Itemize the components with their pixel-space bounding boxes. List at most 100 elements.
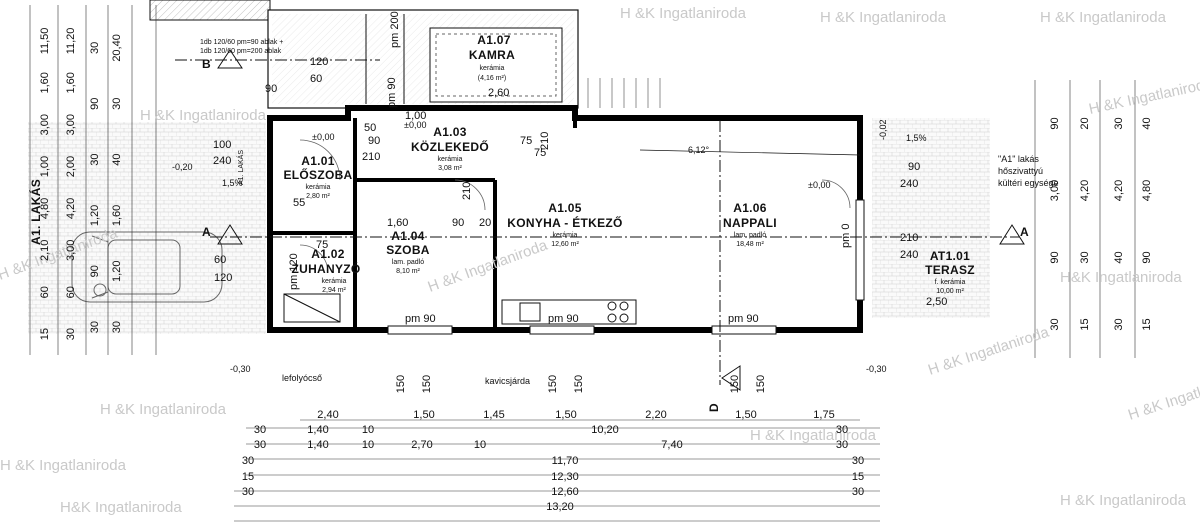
terrace-door bbox=[855, 199, 865, 301]
room-label-a102: A1.02 ZUHANYZÓ kerámia 2,94 m² bbox=[291, 247, 360, 294]
room-floor: kerámia bbox=[438, 156, 463, 163]
room-area: 12,60 m² bbox=[551, 241, 579, 248]
room-code: AT1.01 bbox=[930, 249, 970, 263]
heat-pump-line: hőszivattyú bbox=[998, 166, 1043, 176]
room-floor: lam. padló bbox=[734, 232, 766, 239]
opening-mark: 210 bbox=[362, 151, 380, 163]
left-dim-value: 60 bbox=[65, 286, 77, 298]
bottom-windows bbox=[387, 325, 777, 335]
room-name: NAPPALI bbox=[723, 216, 777, 230]
opening-mark: 60 bbox=[214, 254, 226, 266]
watermark: H&K Ingatlaniroda bbox=[60, 499, 182, 516]
dimension-lines bbox=[29, 5, 1136, 522]
watermark: H &K Ingatlaniroda bbox=[1040, 9, 1167, 26]
level-label: -0,20 bbox=[172, 162, 193, 172]
left-dim-value: 90 bbox=[89, 98, 101, 110]
bottom-dim-value: 1,50 bbox=[555, 409, 576, 421]
room-area: 18,48 m² bbox=[736, 241, 764, 248]
room-area: 3,08 m² bbox=[438, 165, 462, 172]
window-pm: pm 120 bbox=[288, 253, 300, 290]
section-markers bbox=[217, 49, 1025, 391]
window-pm: pm 90 bbox=[548, 313, 579, 325]
left-dim-value: 1,00 bbox=[39, 156, 51, 177]
right-dim-value: 90 bbox=[1141, 251, 1153, 263]
opening-mark: 240 bbox=[213, 155, 231, 167]
window-pm: pm 200 bbox=[389, 11, 401, 48]
room-label-a104: A1.04 SZOBA lam. padló 8,10 m² bbox=[386, 229, 430, 275]
bottom-dim-value: 30 bbox=[254, 439, 266, 451]
bottom-dim-value: 30 bbox=[836, 424, 848, 436]
interior-dim: 1,00 bbox=[405, 110, 426, 122]
sill-dim-value: 150 bbox=[573, 375, 585, 393]
slope-label: 6,12° bbox=[688, 145, 710, 155]
room-label-a103: A1.03 KÖZLEKEDŐ kerámia 3,08 m² bbox=[411, 125, 489, 172]
watermark: H &K Ingatlaniroda bbox=[140, 107, 267, 124]
right-dim-value: 30 bbox=[1113, 117, 1125, 129]
level-label: -0,30 bbox=[230, 364, 251, 374]
bottom-dim-value: 1,40 bbox=[307, 424, 328, 436]
opening-mark: 210 bbox=[461, 182, 473, 200]
bottom-dim-value: 30 bbox=[242, 486, 254, 498]
left-dim-value: 11,50 bbox=[39, 28, 51, 55]
bottom-dim-value: 12,30 bbox=[551, 471, 579, 483]
room-name: TERASZ bbox=[925, 263, 975, 277]
left-dim-value: 40 bbox=[111, 153, 123, 165]
opening-mark: 240 bbox=[900, 178, 918, 190]
bottom-dim-value: 11,70 bbox=[552, 455, 579, 467]
left-dim-value: 30 bbox=[89, 321, 101, 333]
room-name: KAMRA bbox=[469, 48, 515, 62]
room-label-a105: A1.05 KONYHA - ÉTKEZŐ kerámia 12,60 m² bbox=[507, 201, 622, 248]
bottom-dim-value: 10,20 bbox=[591, 424, 619, 436]
room-floor: lam. padló bbox=[392, 259, 424, 266]
bottom-dim-value: 2,20 bbox=[645, 409, 666, 421]
section-label: A bbox=[202, 225, 211, 239]
room-floor: kerámia bbox=[480, 65, 505, 72]
room-label-a106: A1.06 NAPPALI lam. padló 18,48 m² bbox=[723, 201, 777, 248]
shower-tray bbox=[283, 293, 341, 323]
watermark: H &K Ingatlaniroda bbox=[926, 324, 1052, 379]
bottom-dim-value: 30 bbox=[852, 455, 864, 467]
left-dim-value: 1,20 bbox=[111, 261, 123, 282]
left-dim-value: 20,40 bbox=[111, 34, 123, 62]
interior-walls bbox=[270, 118, 577, 330]
bottom-dim-value: 12,60 bbox=[551, 486, 579, 498]
right-dim-value: 4,80 bbox=[1141, 180, 1153, 201]
window-note: 1db 120/60 pm=90 ablak + bbox=[200, 39, 283, 46]
room-name: ZUHANYZÓ bbox=[291, 261, 360, 276]
right-dim-value: 15 bbox=[1141, 318, 1153, 330]
room-area: 10,00 m² bbox=[936, 288, 964, 295]
bottom-dim-value: 13,20 bbox=[546, 501, 574, 513]
heat-pump-note: "A1" lakás hőszivattyú kültéri egysége bbox=[998, 154, 1059, 188]
unit-small-label: A1. LAKÁS bbox=[236, 150, 245, 185]
bottom-dim-value: 30 bbox=[242, 455, 254, 467]
door-swings bbox=[299, 139, 851, 274]
downpipe-label: lefolyócső bbox=[282, 373, 322, 383]
kamra-block bbox=[267, 9, 579, 109]
room-name: SZOBA bbox=[386, 243, 430, 257]
opening-marks: 120 60 100 240 60 120 90 240 210 240 90 … bbox=[213, 56, 920, 284]
room-floor: f. kerámia bbox=[935, 279, 966, 286]
watermark: H &K Ingatlaniroda bbox=[1087, 75, 1200, 118]
room-code: A1.01 bbox=[301, 154, 335, 168]
window-pm: pm 90 bbox=[386, 77, 398, 108]
interior-dim: 50 bbox=[364, 122, 376, 134]
slope-label: 1,5% bbox=[906, 133, 927, 143]
bottom-dim-value: 1,50 bbox=[413, 409, 434, 421]
left-dim-value: 30 bbox=[111, 98, 123, 110]
room-code: A1.03 bbox=[433, 125, 467, 139]
stair-lines bbox=[587, 78, 661, 108]
bottom-dim-value: 15 bbox=[852, 471, 864, 483]
room-floor: kerámia bbox=[553, 232, 578, 239]
interior-dim: 55 bbox=[293, 197, 305, 209]
left-dim-value: 1,60 bbox=[111, 205, 123, 226]
opening-mark: 210 bbox=[539, 132, 551, 150]
interior-dim: 2,50 bbox=[926, 296, 947, 308]
bottom-dim-value: 7,40 bbox=[661, 439, 682, 451]
left-dim-value: 4,80 bbox=[39, 198, 51, 219]
left-dim-value: 30 bbox=[89, 153, 101, 165]
left-dim-value: 11,20 bbox=[65, 28, 77, 55]
sill-dim-value: 150 bbox=[421, 375, 433, 393]
left-dim-value: 2,10 bbox=[39, 240, 51, 261]
watermark: H &K Ingatlaniroda bbox=[820, 9, 947, 26]
